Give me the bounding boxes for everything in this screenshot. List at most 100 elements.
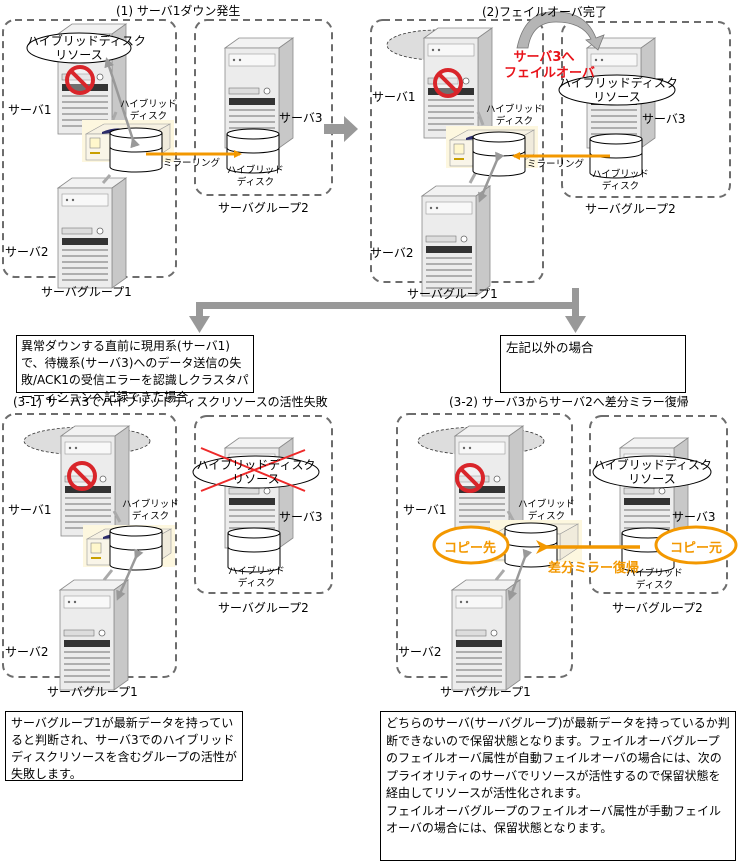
hybrid-disk-1-label: ハイブリッド ディスク	[120, 99, 177, 123]
server-group-2-label: サーバグループ2	[612, 601, 703, 615]
hybrid-disk-1-label: ハイブリッド ディスク	[486, 104, 543, 128]
disk-label-line1: ハイブリッド	[592, 169, 649, 180]
resource-label-line1: ハイブリッドディスク	[559, 76, 678, 90]
failed-cross-icon	[200, 447, 306, 492]
prohibited-icon	[65, 65, 95, 95]
prohibited-icon	[455, 463, 485, 493]
resource-label: ハイブリッドディスク リソース	[593, 458, 712, 486]
copy-src-label: コピー元	[670, 541, 723, 556]
disk-label-line1: ハイブリッド	[518, 499, 575, 510]
resource-label-line2: リソース	[55, 48, 103, 62]
disk-label-line1: ハイブリッド	[120, 99, 177, 110]
branch-arrow	[189, 288, 586, 333]
panel-1-title: (1) サーバ1ダウン発生	[116, 4, 241, 18]
failover-label: サーバ3へ フェイルオーバ	[504, 50, 595, 82]
resource-label-line1: ハイブリッドディスク	[27, 34, 146, 48]
disk-label-line2: ディスク	[527, 511, 566, 522]
server-group-2-label: サーバグループ2	[218, 201, 309, 215]
server-group-2-label: サーバグループ2	[585, 202, 676, 216]
panel-3-1-diagram	[2, 413, 333, 691]
disk-label-line1: ハイブリッド	[228, 566, 285, 577]
disk-label-line2: ディスク	[237, 578, 276, 589]
hybrid-disk-1-icon	[472, 131, 526, 177]
panel-3-2-title: (3-2) サーバ3からサーバ2へ差分ミラー復帰	[449, 395, 689, 409]
diff-mirror-label: 差分ミラー復帰	[548, 561, 640, 576]
server-group-2-border	[194, 415, 333, 594]
hybrid-disk-resource-ellipse	[558, 74, 676, 106]
mirroring-label: ミラーリング	[527, 159, 585, 170]
copy-src-ellipse	[654, 525, 738, 565]
hybrid-disk-resource-ellipse	[592, 455, 712, 489]
resource-label: ハイブリッドディスク リソース	[559, 76, 678, 104]
condition-right-box: 左記以外の場合	[500, 335, 686, 393]
server-group-2-border	[194, 19, 333, 196]
hybrid-disk-3-label: ハイブリッド ディスク	[227, 165, 284, 189]
server-1-label: サーバ1	[403, 503, 447, 517]
hybrid-disk-resource-ellipse	[192, 455, 320, 489]
failover-label-line1: サーバ3へ	[513, 50, 575, 65]
server-2-label: サーバ2	[398, 645, 442, 659]
resource-label: ハイブリッドディスク リソース	[196, 458, 316, 486]
disk-label-line1: ハイブリッド	[486, 104, 543, 115]
disk-label-line1: ハイブリッド	[122, 499, 179, 510]
server-1-label: サーバ1	[372, 90, 416, 104]
next-step-arrow	[324, 116, 358, 142]
server-2-label: サーバ2	[370, 246, 414, 260]
result-right-paragraph-2: フェイルオーバグループのフェイルオーバ属性が手動フェイルオーバの場合には、保留状…	[386, 803, 722, 836]
server-3-label: サーバ3	[279, 510, 323, 524]
panel-3-2-diagram	[396, 413, 738, 691]
panel-2-diagram	[370, 11, 731, 297]
prohibited-icon	[433, 68, 463, 98]
disk-label-line2: ディスク	[131, 511, 170, 522]
hybrid-disk-1-icon	[109, 525, 163, 571]
result-right-paragraph-1: どちらのサーバ(サーバグループ)が最新データを持っているか判断できないので保留状…	[386, 716, 730, 800]
server-group-1-label: サーバグループ1	[440, 685, 531, 699]
server-3-label: サーバ3	[672, 510, 716, 524]
server-1-label: サーバ1	[8, 503, 52, 517]
resource-label-line1: ハイブリッドディスク	[196, 458, 316, 472]
panel-3-1-title: (3-1) サーバ3でハイブリッドディスクリソースの活性失敗	[13, 395, 328, 409]
server-1-label: サーバ1	[8, 103, 52, 117]
server-3-label: サーバ3	[642, 112, 686, 126]
server-2-icon	[421, 185, 491, 297]
resource-label-line2: リソース	[628, 472, 676, 486]
disk-label-line2: ディスク	[236, 177, 275, 188]
panel-1-diagram	[2, 19, 358, 289]
resource-label-line2: リソース	[232, 472, 280, 486]
disk-label-line2: ディスク	[635, 580, 674, 591]
failover-arrow	[516, 11, 605, 51]
server-group-1-border	[2, 413, 177, 678]
panel-2-title: (2)フェイルオーバ完了	[482, 5, 607, 19]
server-3-label: サーバ3	[279, 111, 323, 125]
server-group-1-label: サーバグループ1	[47, 685, 138, 699]
disk-label-line2: ディスク	[601, 181, 640, 192]
server-group-1-label: サーバグループ1	[41, 285, 132, 299]
copy-dest-ellipse	[432, 525, 510, 565]
mirroring-label: ミラーリング	[163, 158, 221, 169]
prohibited-icon	[67, 461, 97, 491]
hybrid-disk-1-label: ハイブリッド ディスク	[122, 499, 179, 523]
copy-dest-label: コピー先	[444, 541, 497, 556]
server-group-1-label: サーバグループ1	[407, 287, 498, 301]
server-2-label: サーバ2	[5, 245, 49, 259]
hybrid-disk-3-label: ハイブリッド ディスク	[228, 566, 285, 590]
server-2-icon	[57, 177, 127, 289]
failover-label-line2: フェイルオーバ	[504, 66, 595, 81]
server-group-2-border	[589, 415, 728, 594]
hybrid-disk-3-label: ハイブリッド ディスク	[592, 169, 649, 193]
disk-label-line2: ディスク	[495, 116, 534, 127]
server-group-2-border	[561, 21, 731, 198]
result-left-box: サーバグループ1が最新データを持っていると判断され、サーバ3でのハイブリッドディ…	[5, 711, 243, 781]
resource-label-line2: リソース	[593, 90, 641, 104]
server-group-2-label: サーバグループ2	[218, 601, 309, 615]
result-right-box: どちらのサーバ(サーバグループ)が最新データを持っているか判断できないので保留状…	[380, 711, 736, 861]
hybrid-disk-1-label: ハイブリッド ディスク	[518, 499, 575, 523]
disk-label-line1: ハイブリッド	[626, 568, 683, 579]
condition-left-box: 異常ダウンする直前に現用系(サーバ1)で、待機系(サーバ3)へのデータ送信の失敗…	[16, 335, 254, 404]
disk-label-line2: ディスク	[129, 111, 168, 122]
hybrid-disk-resource-ellipse	[26, 32, 132, 64]
hybrid-disk-3-label: ハイブリッド ディスク	[626, 568, 683, 592]
resource-label: ハイブリッドディスク リソース	[27, 34, 146, 62]
server-2-label: サーバ2	[5, 645, 49, 659]
